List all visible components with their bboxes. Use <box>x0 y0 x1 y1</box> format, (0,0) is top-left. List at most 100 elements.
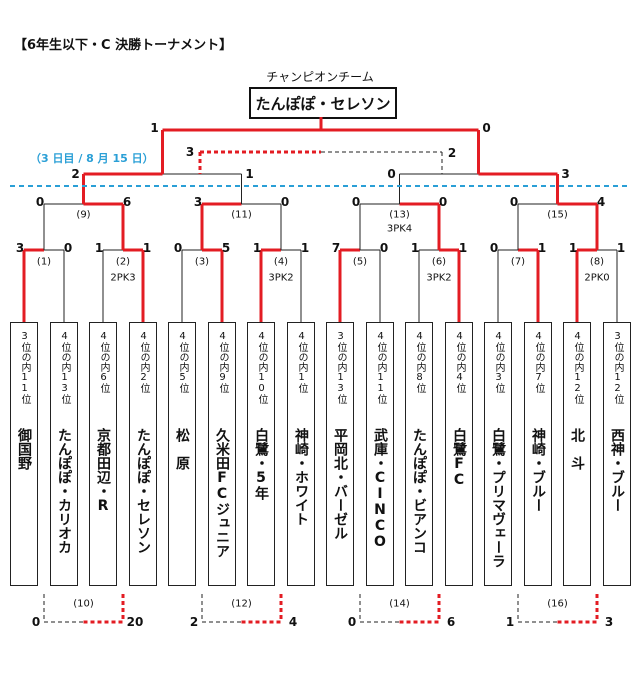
score-label: 1 <box>458 241 468 255</box>
team-name: たんぽぽ・ビアンコ <box>411 428 427 554</box>
match-number: (1) <box>36 256 52 268</box>
score-label: 4 <box>596 195 606 209</box>
match-number: (6) <box>431 256 447 268</box>
score-label: 0 <box>509 195 519 209</box>
team-name: 白鷺FC <box>451 428 467 488</box>
pk-result: 3PK2 <box>426 272 452 284</box>
team-box: 3位の内13位平岡北・バーゼル <box>326 322 354 586</box>
team-name: 京都田辺・R <box>95 428 111 514</box>
match-number: (5) <box>352 256 368 268</box>
team-name: 白鷺・プリマヴェーラ <box>490 428 506 568</box>
score-label: 0 <box>173 241 183 255</box>
team-name: 神崎・ブルー <box>530 428 546 512</box>
team-name: 松 原 <box>174 428 190 470</box>
score-label: 2 <box>447 146 457 160</box>
team-box: 4位の内11位武庫・CINCO <box>366 322 394 586</box>
team-box: 4位の内9位久米田FCジュニア <box>208 322 236 586</box>
score-label: 6 <box>446 615 456 629</box>
score-label: 0 <box>35 195 45 209</box>
team-box: 4位の内13位たんぽぽ・カリオカ <box>50 322 78 586</box>
team-name: 武庫・CINCO <box>372 428 388 550</box>
team-box: 4位の内2位たんぽぽ・セレソン <box>129 322 157 586</box>
team-box: 4位の内10位白鷺・5年 <box>247 322 275 586</box>
match-number: (9) <box>76 209 91 221</box>
champion-label: チャンピオンチーム <box>266 70 374 84</box>
score-label: 0 <box>347 615 357 629</box>
match-number: (13) <box>389 209 410 221</box>
team-rank: 4位の内11位 <box>375 331 386 404</box>
score-label: 20 <box>126 615 144 629</box>
score-label: 1 <box>410 241 420 255</box>
team-box: 4位の内12位北 斗 <box>563 322 591 586</box>
team-name: 神崎・ホワイト <box>293 428 309 526</box>
pk-result: 3PK2 <box>268 272 294 284</box>
team-box: 4位の内1位神崎・ホワイト <box>287 322 315 586</box>
team-box: 4位の内7位神崎・ブルー <box>524 322 552 586</box>
match-number: (2) <box>115 256 131 268</box>
match-number: (8) <box>589 256 605 268</box>
team-rank: 4位の内3位 <box>493 331 504 393</box>
pk-result: 2PK3 <box>110 272 136 284</box>
score-label: 1 <box>142 241 152 255</box>
team-name: たんぽぽ・セレソン <box>135 428 151 554</box>
team-name: 白鷺・5年 <box>253 428 269 500</box>
match-number: (7) <box>510 256 526 268</box>
score-label: 0 <box>31 615 41 629</box>
team-box: 3位の内11位御国野 <box>10 322 38 586</box>
team-rank: 4位の内5位 <box>177 331 188 393</box>
score-label: 3 <box>193 195 203 209</box>
team-rank: 4位の内10位 <box>256 331 267 404</box>
score-label: 6 <box>122 195 132 209</box>
match-number: (10) <box>73 598 94 610</box>
team-box: 4位の内3位白鷺・プリマヴェーラ <box>484 322 512 586</box>
match-number: (16) <box>547 598 568 610</box>
score-label: 3 <box>185 145 195 159</box>
team-name: 北 斗 <box>569 428 585 470</box>
team-box: 4位の内8位たんぽぽ・ビアンコ <box>405 322 433 586</box>
score-label: 1 <box>300 241 310 255</box>
score-label: 0 <box>63 241 73 255</box>
score-label: 5 <box>221 241 231 255</box>
champion-box: たんぽぽ・セレソン <box>249 87 397 119</box>
team-box: 3位の内12位西神・ブルー <box>603 322 631 586</box>
match-number: (15) <box>547 209 568 221</box>
pk-result: 2PK0 <box>584 272 610 284</box>
team-box: 4位の内5位松 原 <box>168 322 196 586</box>
match-number: (11) <box>231 209 252 221</box>
team-rank: 4位の内7位 <box>533 331 544 393</box>
match-number: (14) <box>389 598 410 610</box>
team-rank: 4位の内12位 <box>572 331 583 404</box>
team-rank: 4位の内6位 <box>98 331 109 393</box>
score-label: 2 <box>189 615 199 629</box>
pk-result: 3PK4 <box>386 223 413 235</box>
score-label: 0 <box>489 241 499 255</box>
score-label: 4 <box>288 615 298 629</box>
team-rank: 4位の内2位 <box>138 331 149 393</box>
score-label: 0 <box>280 195 290 209</box>
team-box: 4位の内6位京都田辺・R <box>89 322 117 586</box>
score-label: 3 <box>604 615 614 629</box>
score-label: 2 <box>71 167 80 181</box>
page-title: 【6年生以下・C 決勝トーナメント】 <box>14 38 233 53</box>
team-rank: 4位の内1位 <box>296 331 307 393</box>
score-label: 3 <box>15 241 25 255</box>
team-rank: 3位の内13位 <box>335 331 346 404</box>
score-label: 0 <box>482 121 491 135</box>
match-number: (4) <box>273 256 289 268</box>
score-label: 1 <box>616 241 626 255</box>
score-label: 1 <box>568 241 578 255</box>
score-label: 1 <box>245 167 254 181</box>
team-box: 4位の内4位白鷺FC <box>445 322 473 586</box>
team-rank: 4位の内8位 <box>414 331 425 393</box>
team-name: 西神・ブルー <box>609 428 625 512</box>
champion-name: たんぽぽ・セレソン <box>255 94 391 113</box>
team-rank: 3位の内12位 <box>612 331 623 404</box>
score-label: 3 <box>561 167 570 181</box>
score-label: 0 <box>438 195 448 209</box>
score-label: 1 <box>252 241 262 255</box>
score-label: 7 <box>331 241 341 255</box>
score-label: 0 <box>379 241 389 255</box>
team-name: 久米田FCジュニア <box>214 428 230 558</box>
team-rank: 4位の内4位 <box>454 331 465 393</box>
